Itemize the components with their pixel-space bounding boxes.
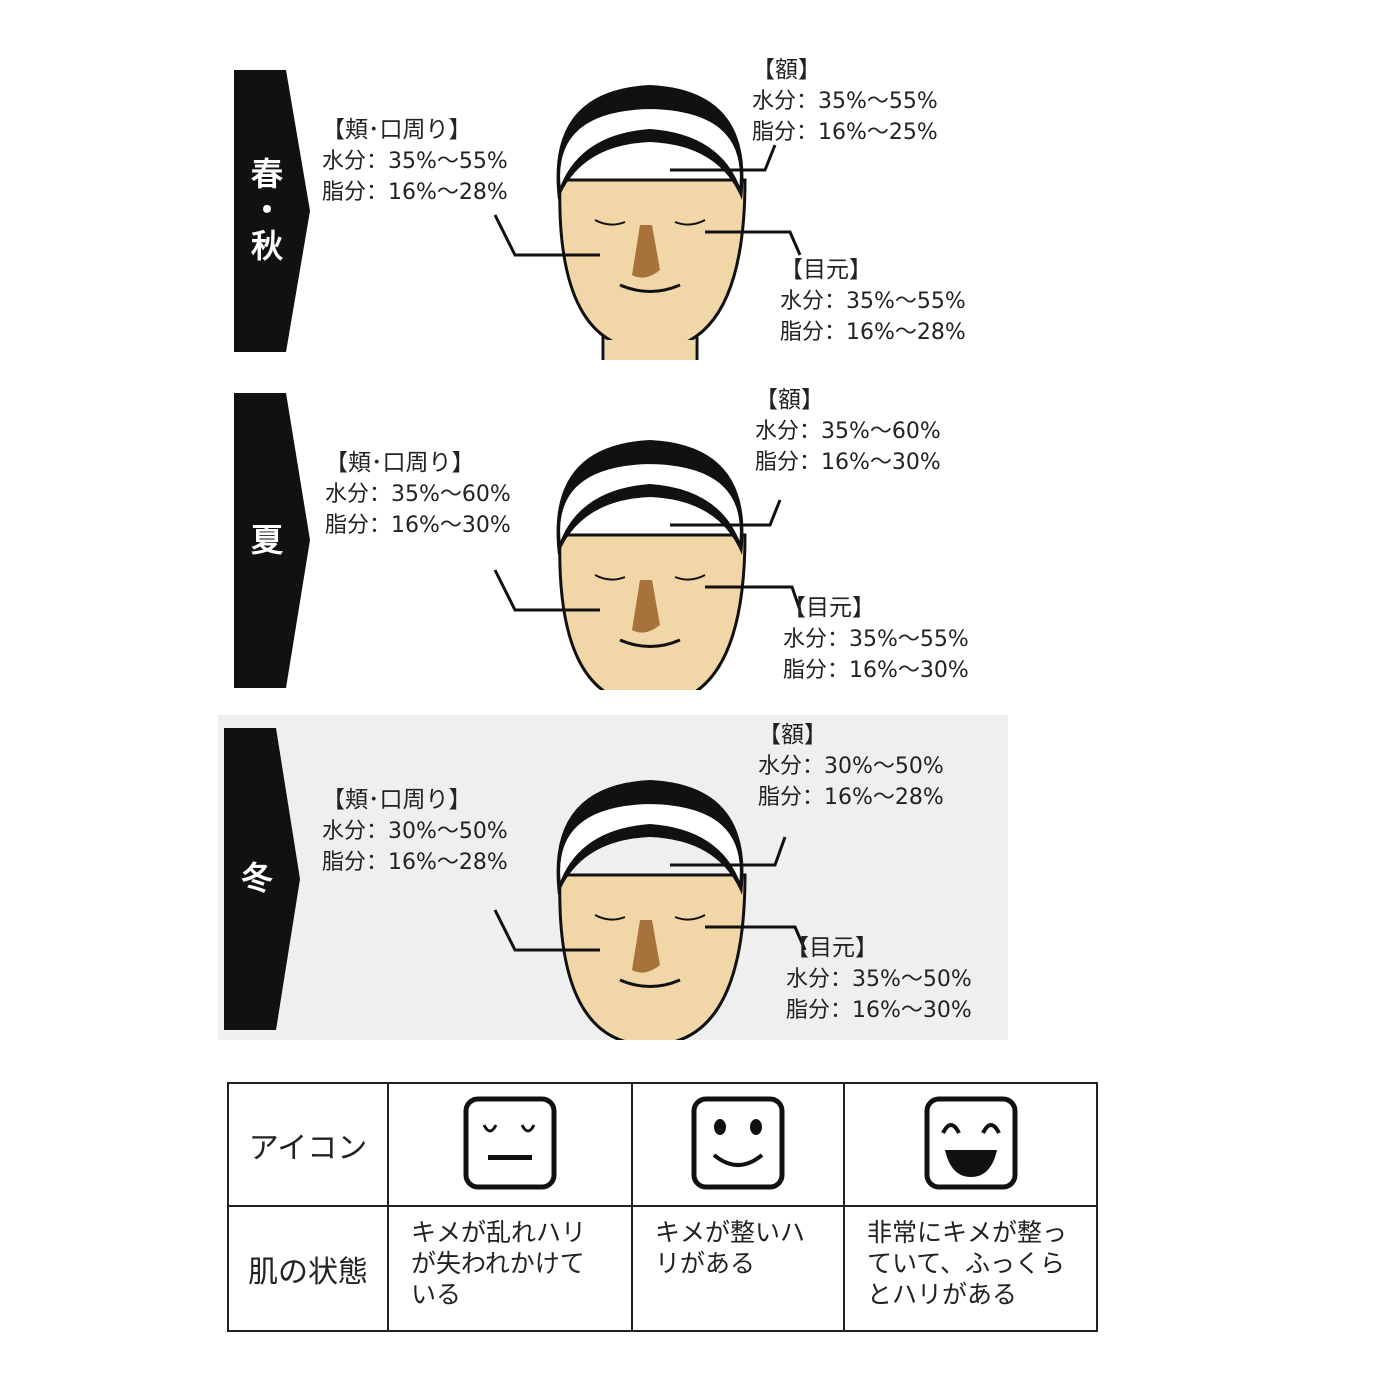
forehead-water: 水分：30%〜50%: [758, 754, 944, 779]
forehead-water: 水分：35%〜55%: [752, 89, 938, 114]
season-banner: 冬: [224, 728, 302, 1030]
forehead-oil: 脂分：16%〜25%: [752, 120, 938, 145]
forehead-oil: 脂分：16%〜28%: [758, 785, 944, 810]
icon-header: アイコン: [227, 1082, 389, 1207]
forehead-title: 【額】: [758, 722, 827, 748]
eye-label: 【目元】水分：35%〜55% 脂分：16%〜28%: [780, 255, 966, 348]
cheek-water: 水分：35%〜55%: [322, 149, 508, 174]
season-label: 夏: [246, 522, 284, 559]
cheek-water: 水分：35%〜60%: [325, 482, 511, 507]
season-panel-summer: 夏 【額】水分：35%〜60%脂分：16%〜30% 【頬･口周り】水分：35%〜…: [220, 380, 1020, 690]
cheek-title: 【頬･口周り】: [322, 117, 472, 143]
eye-title: 【目元】: [786, 935, 878, 961]
eye-label: 【目元】水分：35%〜50% 脂分：16%〜30%: [786, 933, 972, 1026]
state-cell: キメが乱れハリが失われかけている: [387, 1205, 633, 1332]
eye-water: 水分：35%〜50%: [786, 967, 972, 992]
forehead-label: 【額】水分：30%〜50% 脂分：16%〜28%: [758, 720, 944, 813]
forehead-oil: 脂分：16%〜30%: [755, 450, 941, 475]
icon-cell: [843, 1082, 1098, 1207]
table-row: アイコン: [227, 1082, 1098, 1207]
eye-title: 【目元】: [780, 257, 872, 283]
season-label: 冬: [236, 861, 274, 897]
season-banner: 春・秋: [234, 70, 312, 352]
cheek-oil: 脂分：16%〜28%: [322, 180, 508, 205]
cheek-oil: 脂分：16%〜30%: [325, 513, 511, 538]
cheek-label: 【頬･口周り】水分：30%〜50% 脂分：16%〜28%: [322, 785, 508, 878]
eye-title: 【目元】: [783, 595, 875, 621]
smile-face-icon: [691, 1096, 785, 1189]
state-cell: キメが整いハリがある: [631, 1205, 845, 1332]
forehead-label: 【額】水分：35%〜55% 脂分：16%〜25%: [752, 55, 938, 148]
skin-state-legend-table: アイコン 肌の状態 キメが乱れハリが失われかけている キメが整いハリがある 非常…: [227, 1082, 1098, 1332]
eye-oil: 脂分：16%〜30%: [783, 658, 969, 683]
season-banner: 夏: [234, 393, 312, 688]
forehead-title: 【額】: [752, 57, 821, 83]
cheek-title: 【頬･口周り】: [325, 450, 475, 476]
face-drawing: [493, 85, 802, 360]
state-cell: 非常にキメが整っていて、ふっくらとハリがある: [843, 1205, 1098, 1332]
season-label: 春・秋: [246, 157, 284, 265]
cheek-water: 水分：30%〜50%: [322, 819, 508, 844]
eye-oil: 脂分：16%〜28%: [780, 320, 966, 345]
cheek-title: 【頬･口周り】: [322, 787, 472, 813]
forehead-water: 水分：35%〜60%: [755, 419, 941, 444]
eye-water: 水分：35%〜55%: [780, 289, 966, 314]
cheek-label: 【頬･口周り】水分：35%〜60% 脂分：16%〜30%: [325, 448, 511, 541]
neutral-face-icon: [463, 1096, 557, 1189]
icon-cell: [387, 1082, 633, 1207]
face-drawing: [493, 780, 807, 1040]
forehead-label: 【額】水分：35%〜60% 脂分：16%〜30%: [755, 385, 941, 478]
face-illustration: [493, 85, 802, 360]
eye-water: 水分：35%〜55%: [783, 627, 969, 652]
forehead-title: 【額】: [755, 387, 824, 413]
face-drawing: [493, 440, 802, 690]
state-header: 肌の状態: [227, 1205, 389, 1332]
eye-oil: 脂分：16%〜30%: [786, 998, 972, 1023]
season-panel-winter: 冬 【額】水分：30%〜50%脂分：16%〜28% 【頬･口周り】水分：30%〜…: [218, 715, 1008, 1040]
face-illustration: [493, 780, 807, 1040]
season-panel-spring-autumn: 春・秋 【額】水分：35%〜55%脂分：16%〜25% 【頬･口周り】水分：35…: [220, 50, 1020, 360]
cheek-label: 【頬･口周り】水分：35%〜55% 脂分：16%〜28%: [322, 115, 508, 208]
laugh-face-icon: [924, 1096, 1017, 1189]
icon-cell: [631, 1082, 845, 1207]
face-illustration: [493, 440, 802, 690]
table-row: 肌の状態 キメが乱れハリが失われかけている キメが整いハリがある 非常にキメが整…: [227, 1205, 1098, 1332]
eye-label: 【目元】水分：35%〜55% 脂分：16%〜30%: [783, 593, 969, 686]
cheek-oil: 脂分：16%〜28%: [322, 850, 508, 875]
